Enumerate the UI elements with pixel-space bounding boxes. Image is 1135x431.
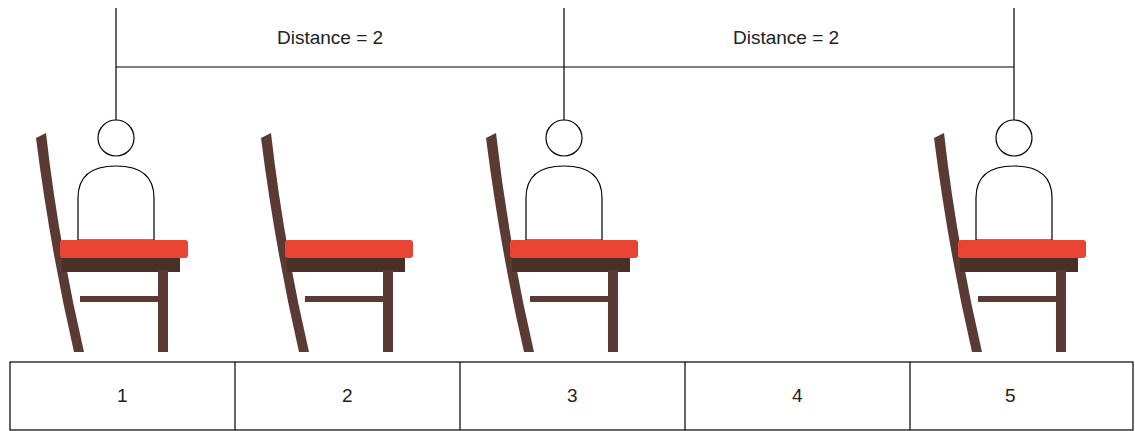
- seat-number: 4: [789, 385, 806, 408]
- distance-label: Distance = 2: [730, 27, 842, 50]
- chair-seat: [60, 240, 1086, 258]
- person: [78, 120, 1052, 240]
- seat-number: 3: [564, 385, 581, 408]
- seat-number: 2: [339, 385, 356, 408]
- seat-table: [10, 362, 1133, 430]
- distance-label: Distance = 2: [274, 27, 386, 50]
- seat-number: 1: [114, 385, 131, 408]
- seat-number: 5: [1002, 385, 1019, 408]
- distance-bracket: [116, 8, 1014, 120]
